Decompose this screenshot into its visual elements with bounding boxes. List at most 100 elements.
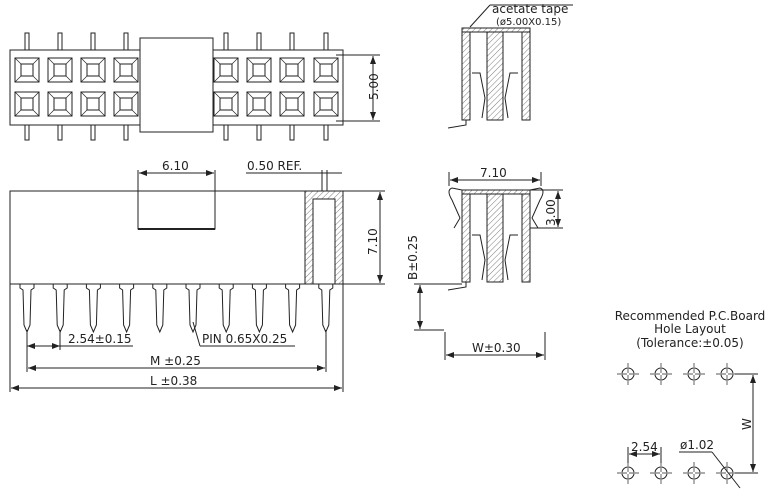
tape-label: acetate tape	[492, 2, 568, 16]
housing-top	[461, 189, 531, 195]
socket-cell	[47, 91, 73, 117]
pin-stub	[123, 32, 129, 51]
pitch-dim: 2.54±0.15	[68, 332, 132, 346]
socket-hole	[252, 97, 266, 111]
pcb-title-line2: Hole Layout	[654, 322, 726, 336]
acetate-tape	[461, 27, 531, 33]
center-rib	[486, 193, 504, 283]
socket-cell	[80, 57, 106, 83]
housing-wall	[461, 193, 471, 283]
hole-layout	[617, 363, 738, 484]
pin	[152, 284, 168, 334]
socket-hole	[53, 63, 67, 77]
socket-hole	[20, 97, 34, 111]
socket-cell	[47, 57, 73, 83]
pin-stub	[289, 124, 295, 141]
pin-stub	[57, 32, 63, 51]
lead	[447, 282, 467, 291]
hole-centerline	[716, 363, 738, 385]
socket-cell	[246, 57, 272, 83]
socket-hole	[219, 97, 233, 111]
contact-spring	[472, 234, 518, 281]
socket-cell	[279, 91, 305, 117]
housing-wall	[521, 31, 531, 121]
pin	[52, 284, 68, 334]
pcb-hole	[720, 367, 734, 381]
pin-stub	[24, 32, 30, 51]
socket-cell	[80, 91, 106, 117]
contact-spring	[472, 72, 518, 119]
pick-cover	[139, 37, 214, 133]
pin-stub	[57, 124, 63, 141]
pin-stub	[90, 124, 96, 141]
hole-centerline	[683, 363, 705, 385]
tape-spec: (ø5.00X0.15)	[496, 17, 561, 28]
pin-stub	[24, 124, 30, 141]
pin-stub	[223, 124, 229, 141]
w-dim: W±0.30	[472, 341, 521, 355]
hole-centerline	[617, 363, 639, 385]
pin-size-label: PIN 0.65X0.25	[202, 332, 287, 346]
socket-hole	[285, 97, 299, 111]
socket-hole	[285, 63, 299, 77]
pin	[251, 284, 267, 334]
pcb-pitch-dim: 2.54	[631, 440, 658, 454]
pcb-hole	[720, 466, 734, 480]
socket-hole	[219, 63, 233, 77]
socket-cell	[113, 57, 139, 83]
socket-cell	[213, 91, 239, 117]
hole-centerline	[716, 462, 738, 484]
socket-hole	[86, 97, 100, 111]
socket-cell	[279, 57, 305, 83]
socket-hole	[252, 63, 266, 77]
hole-centerline	[683, 462, 705, 484]
pcb-hole	[687, 367, 701, 381]
socket-hole	[53, 97, 67, 111]
socket-hole	[119, 97, 133, 111]
hole-centerline	[650, 363, 672, 385]
cover-width-dim: 6.10	[162, 159, 189, 173]
section-width-dim: 7.10	[480, 166, 507, 180]
pin	[85, 284, 101, 334]
pin-stub	[123, 124, 129, 141]
side-height-dim: 7.10	[366, 228, 380, 255]
pin	[185, 284, 201, 334]
hole-diameter-dim: ø1.02	[680, 438, 714, 452]
pin	[285, 284, 301, 334]
socket-cell	[313, 91, 339, 117]
pcb-hole	[687, 466, 701, 480]
pcb-title-line1: Recommended P.C.Board	[615, 309, 766, 323]
socket-cell	[246, 91, 272, 117]
center-rib	[486, 31, 504, 121]
socket-cell	[14, 57, 40, 83]
socket-cell	[213, 57, 239, 83]
l-dim: L ±0.38	[150, 374, 197, 388]
tape-height-dim: 3.00	[544, 199, 558, 226]
pin	[119, 284, 135, 334]
pin-stub	[289, 32, 295, 51]
hole-centerline	[650, 462, 672, 484]
socket-hole	[319, 97, 333, 111]
pin-stub	[323, 124, 329, 141]
side-view	[19, 284, 334, 334]
socket-hole	[119, 63, 133, 77]
pin-stub	[323, 32, 329, 51]
pcb-hole	[654, 367, 668, 381]
housing-wall	[521, 193, 531, 283]
top-height-dim: 5.00	[367, 73, 381, 100]
socket-cell	[313, 57, 339, 83]
socket-hole	[319, 63, 333, 77]
pin-stub	[90, 32, 96, 51]
lead	[447, 120, 467, 129]
socket-cell	[113, 91, 139, 117]
pcb-title-line3: (Tolerance:±0.05)	[636, 336, 743, 350]
section-views	[447, 27, 544, 291]
socket-cell	[14, 91, 40, 117]
pcb-w-dim: W	[740, 418, 754, 430]
ref-dim: 0.50 REF.	[247, 159, 302, 173]
pin	[318, 284, 334, 334]
b-dim: B±0.25	[406, 235, 420, 280]
pin	[19, 284, 35, 334]
pcb-hole	[654, 466, 668, 480]
